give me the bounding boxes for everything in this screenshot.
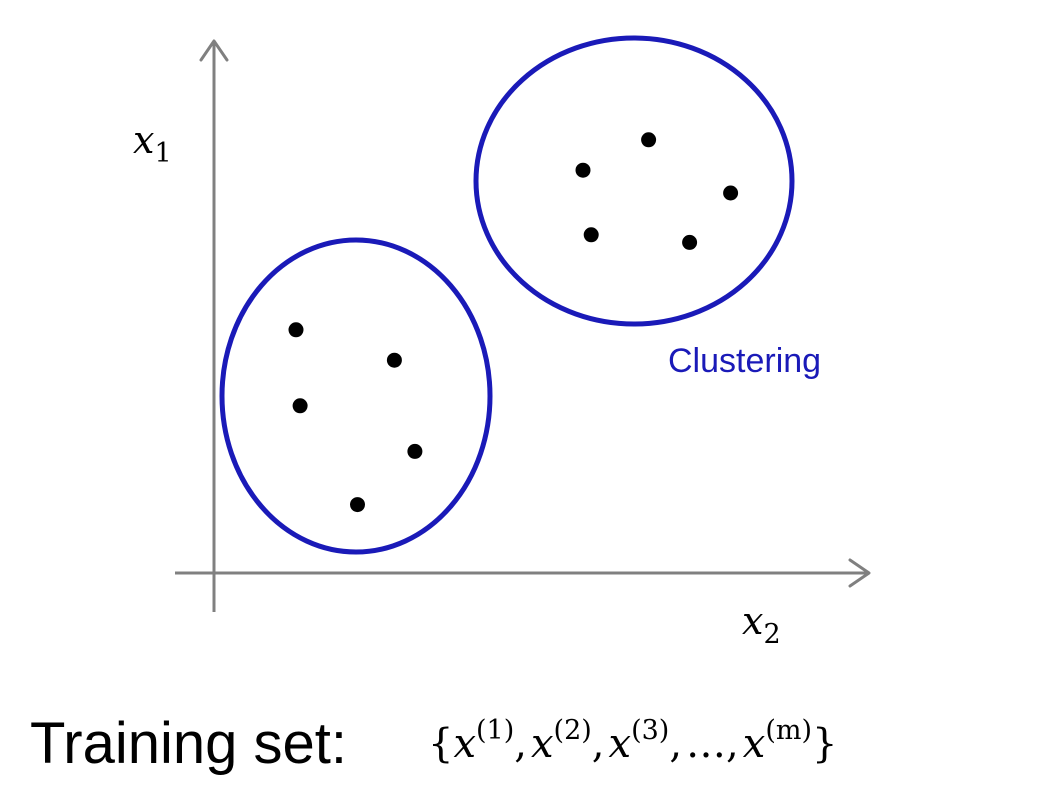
x-axis	[175, 558, 871, 588]
formula-var-3: x	[609, 721, 632, 767]
training-set-formula: {x(1),x(2),x(3),…,x(m)}	[428, 715, 837, 767]
y-axis	[199, 39, 229, 612]
formula-var-1: x	[453, 721, 476, 767]
x-axis-label-sub: 2	[763, 619, 780, 650]
cluster-outline-lower-left	[219, 237, 493, 555]
y-axis-label-base: x	[133, 118, 154, 162]
data-point-upper-right-3	[723, 185, 739, 201]
data-point-upper-right-2	[641, 132, 657, 148]
formula-comma-3: ,	[669, 721, 682, 767]
formula-comma-4: ,	[726, 721, 739, 767]
data-point-lower-left-4	[407, 443, 423, 459]
data-point-lower-left-5	[350, 497, 365, 513]
formula-comma-1: ,	[514, 721, 527, 767]
y-axis-label-sub: 1	[154, 138, 171, 169]
cluster-outline-upper-right	[473, 35, 795, 327]
data-point-upper-right-5	[682, 234, 698, 250]
data-point-upper-right-4	[583, 227, 599, 243]
formula-sup-1: (1)	[476, 715, 514, 746]
training-set-label: Training set:	[30, 711, 347, 776]
formula-var-2: x	[531, 721, 554, 767]
formula-close-brace: }	[812, 721, 837, 767]
formula-sup-3: (3)	[631, 715, 669, 746]
data-points	[288, 132, 739, 513]
data-point-lower-left-3	[292, 398, 308, 414]
formula-sup-2: (2)	[554, 715, 592, 746]
formula-comma-2: ,	[592, 721, 605, 767]
y-axis-arrowhead	[199, 39, 229, 62]
y-axis-label: x1	[133, 118, 172, 169]
x-axis-arrowhead	[848, 558, 871, 588]
formula-sup-m: (m)	[765, 715, 812, 746]
formula-open-brace: {	[428, 721, 453, 767]
x-axis-label-base: x	[742, 599, 763, 643]
formula-var-m: x	[743, 721, 766, 767]
formula-ellipsis: …	[686, 721, 726, 767]
data-point-upper-right-1	[575, 162, 591, 178]
x-axis-label: x2	[742, 599, 781, 650]
data-point-lower-left-1	[288, 322, 304, 338]
data-point-lower-left-2	[386, 352, 402, 368]
clustering-label: Clustering	[668, 342, 821, 380]
